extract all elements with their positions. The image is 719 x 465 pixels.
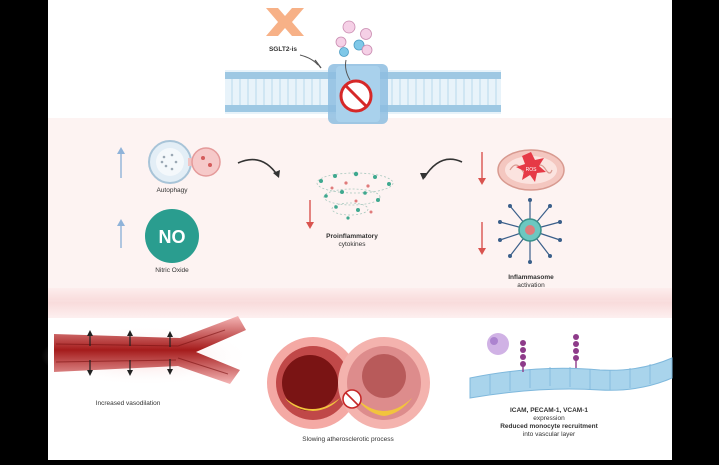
adhesion-label-line2: expression (533, 415, 565, 422)
cytokines-swirl (316, 171, 394, 220)
atherosclerosis-label: Slowing atherosclerotic process (302, 436, 394, 443)
divider-band (48, 288, 672, 318)
inflammasome-icon (498, 198, 562, 264)
svg-text:ROS: ROS (526, 167, 538, 173)
autophagy-icon (148, 140, 221, 184)
middle-section-background (48, 118, 672, 300)
artery-icon (267, 337, 430, 429)
autophagy-label: Autophagy (156, 187, 188, 194)
sglt2-label: SGLT2-is (269, 46, 297, 53)
adhesion-label-line3: Reduced monocyte recruitment (500, 423, 598, 430)
adhesion-label-line1: ICAM, PECAM-1, VCAM-1 (510, 407, 588, 414)
mitochondria-icon: ROS (497, 149, 565, 191)
down-arrow-icon (478, 222, 486, 255)
vessel-icon (41, 316, 251, 386)
nitric-oxide-icon: NO (145, 209, 199, 263)
cross-icon (266, 8, 304, 36)
inflammasome-label-line1: Inflammasome (508, 274, 554, 281)
down-arrow-icon (306, 200, 314, 229)
down-arrow-icon (478, 152, 486, 185)
inhibit-line (299, 54, 319, 66)
adhesion-label-line4: into vascular layer (523, 431, 576, 438)
entry-arrow (345, 59, 351, 81)
molecules (335, 20, 373, 57)
nitric-oxide-label: Nitric Oxide (155, 267, 189, 274)
cytokines-label-line2: cytokines (338, 241, 366, 248)
inhibit-bar (314, 59, 322, 69)
vasodilation-label: Increased vasodilation (96, 400, 161, 407)
endothelium-icon (469, 333, 673, 399)
curved-arrow-icon (237, 158, 280, 178)
cytokines-label-line1: Proinflammatory (326, 233, 378, 240)
up-arrow-icon (117, 147, 125, 178)
inflammasome-label-line2: activation (517, 282, 545, 289)
up-arrow-icon (117, 219, 125, 248)
prohibit-icon (339, 79, 373, 113)
no-symbol-text: NO (159, 227, 186, 247)
curved-arrow-icon (420, 158, 463, 180)
